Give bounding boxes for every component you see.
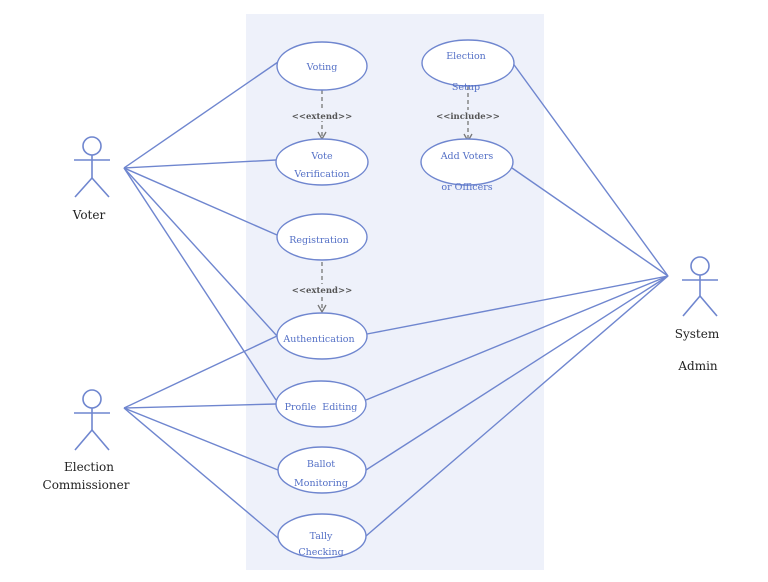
actor-voter[interactable] [74, 136, 110, 198]
actor-leg-icon [682, 295, 701, 317]
assoc-voter-voting [123, 61, 279, 169]
assoc-voter-vote-verification [123, 159, 277, 169]
use-case-voting[interactable]: Voting [276, 41, 368, 91]
use-case-authentication[interactable]: Authentication [276, 312, 368, 360]
actor-label-system-admin: Admin [677, 359, 718, 373]
use-case-label: Authentication [282, 334, 354, 345]
actor-leg-icon [74, 177, 93, 198]
assoc-commissioner-tally-checking [123, 407, 279, 539]
assoc-admin-profile-editing [365, 275, 669, 401]
label-mask [297, 284, 347, 295]
use-case-profile-editing[interactable]: Profile Editing [275, 380, 367, 428]
use-case-label: Registration [289, 235, 349, 246]
use-case-label: Ballot [307, 459, 335, 470]
assoc-admin-election-setup [511, 61, 669, 277]
use-case-vote-verification[interactable]: Vote Verification [275, 138, 369, 186]
label-mask [440, 110, 496, 121]
extend-label: <<extend>> [292, 286, 352, 296]
assoc-voter-authentication [123, 167, 278, 337]
assoc-commissioner-profile-editing [123, 403, 277, 409]
actor-election-commissioner[interactable] [74, 389, 110, 451]
use-case-ellipse [276, 41, 368, 91]
include-label: <<include>> [436, 112, 500, 122]
assoc-voter-profile-editing [123, 167, 277, 401]
use-case-label: Election [446, 51, 486, 62]
actor-head-icon [82, 136, 102, 156]
use-case-label: Add Voters [440, 151, 494, 162]
actor-head-icon [690, 256, 710, 276]
assoc-voter-registration [123, 167, 278, 236]
assoc-admin-tally-checking [365, 275, 669, 537]
use-case-label: Profile Editing [285, 402, 358, 413]
actor-label-voter: Voter [72, 208, 106, 222]
assoc-admin-authentication [366, 275, 669, 335]
use-case-tally-checking[interactable]: Tally Checking [277, 513, 367, 559]
use-case-label: or Officers [441, 182, 492, 193]
use-case-ellipse [277, 513, 367, 559]
actor-leg-icon [74, 429, 93, 451]
assoc-commissioner-authentication [123, 335, 278, 409]
extend-label: <<extend>> [292, 112, 352, 122]
assoc-admin-ballot-monitoring [365, 275, 669, 471]
association-lines [123, 61, 669, 539]
actor-label-system-admin: System [675, 327, 720, 341]
use-case-label: Verification [293, 169, 349, 180]
actor-leg-icon [91, 429, 110, 451]
use-case-add-voters[interactable]: Add Voters or Officers [420, 138, 514, 193]
actor-label-election-commissioner: Election [64, 460, 114, 474]
use-case-label: Tally [310, 531, 333, 542]
actor-label-election-commissioner: Commissioner [43, 478, 130, 492]
use-case-ellipse [277, 446, 367, 494]
use-case-ellipse [276, 213, 368, 261]
actor-head-icon [82, 389, 102, 409]
use-case-ellipse [275, 380, 367, 428]
use-case-label: Setup [452, 82, 480, 93]
use-case-ellipse [275, 138, 369, 186]
actor-leg-icon [699, 295, 718, 317]
use-case-label: Vote [310, 151, 333, 162]
use-case-registration[interactable]: Registration [276, 213, 368, 261]
assoc-commissioner-ballot-monitoring [123, 407, 279, 471]
use-case-election-setup[interactable]: Election Setup [421, 39, 515, 93]
use-case-label: Voting [306, 62, 338, 73]
actor-leg-icon [91, 177, 110, 198]
use-case-ellipse [276, 312, 368, 360]
assoc-admin-add-voters [511, 167, 669, 277]
actor-system-admin[interactable] [682, 256, 718, 317]
use-case-label: Monitoring [294, 478, 348, 489]
use-case-ellipse [420, 138, 514, 186]
use-case-ballot-monitoring[interactable]: Ballot Monitoring [277, 446, 367, 494]
label-mask [297, 110, 347, 121]
use-case-label: Checking [298, 547, 343, 558]
extend-registration-arrowhead [317, 304, 327, 314]
use-case-ellipse [421, 39, 515, 87]
